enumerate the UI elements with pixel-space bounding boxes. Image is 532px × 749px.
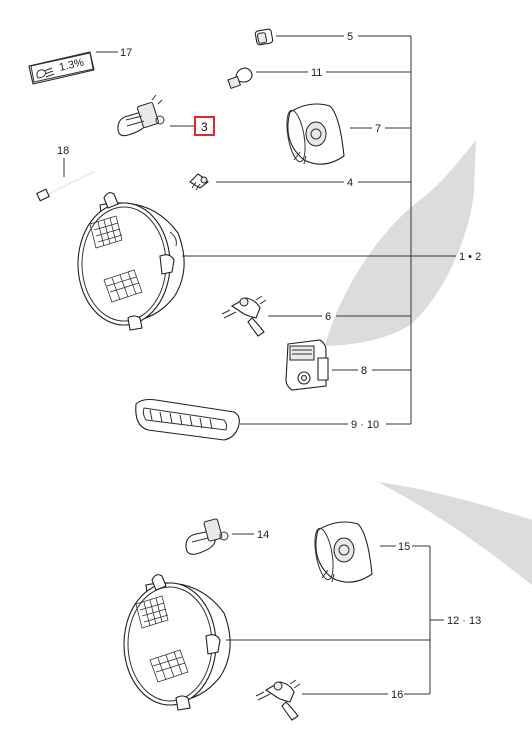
part-12-13-headlight[interactable]	[123, 574, 231, 711]
lens-hatch-lower	[103, 269, 143, 303]
part-14-bulb[interactable]	[185, 518, 229, 555]
callout-8: 8	[361, 365, 367, 377]
watermark-swoosh-upper	[325, 140, 476, 346]
callout-5: 5	[347, 31, 353, 43]
callout-17: 17	[120, 47, 132, 59]
part-11-small-bulb[interactable]	[227, 67, 253, 90]
callout-11: 11	[311, 67, 322, 79]
part-4-screw[interactable]	[189, 173, 209, 191]
headlight-symbol-icon	[36, 67, 55, 79]
lower-lens-hatch-lower	[149, 649, 189, 683]
lens-hatch-upper	[89, 215, 123, 249]
part-7-housing[interactable]	[284, 103, 345, 165]
callout-7: 7	[375, 123, 381, 135]
callout-1-2: 1 • 2	[459, 251, 481, 263]
callout-4: 4	[347, 177, 353, 189]
callout-9-10: 9 · 10	[351, 419, 379, 431]
watermark-swoosh-lower	[378, 482, 532, 585]
lower-lens-hatch-upper	[135, 595, 169, 629]
part-18-screw[interactable]	[36, 171, 95, 202]
part-6-adjuster[interactable]	[221, 295, 267, 337]
part-9-10-gasket[interactable]	[135, 398, 240, 441]
callout-14: 14	[257, 529, 269, 541]
part-3-bulb[interactable]	[117, 94, 165, 137]
part-8-motor[interactable]	[285, 339, 329, 391]
callout-16: 16	[391, 689, 403, 701]
callout-18: 18	[57, 145, 69, 157]
sticker-text: 1.3%	[58, 57, 85, 74]
callout-12-13: 12 · 13	[447, 615, 481, 627]
callout-3-highlight-box	[194, 116, 215, 136]
part-16-adjuster[interactable]	[255, 679, 301, 721]
callout-15: 15	[398, 541, 410, 553]
part-1-2-headlight[interactable]	[77, 192, 185, 331]
callout-3: 3	[201, 120, 208, 134]
part-17-sticker[interactable]: 1.3%	[28, 51, 95, 85]
part-15-housing[interactable]	[312, 521, 373, 583]
callout-6: 6	[325, 311, 331, 323]
part-5-cap[interactable]	[254, 28, 274, 46]
